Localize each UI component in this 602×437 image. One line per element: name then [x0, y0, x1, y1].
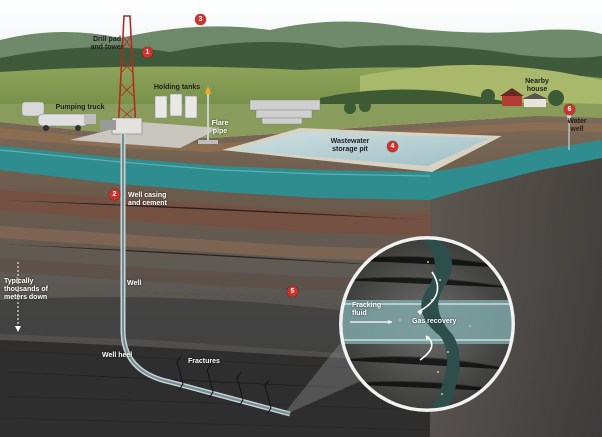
equipment-yard: [249, 99, 321, 125]
pumping-truck: [21, 101, 116, 131]
wastewater-pit: [232, 132, 490, 166]
holding-tanks: [154, 93, 198, 119]
label-holding-tanks: Holding tanks: [153, 84, 201, 91]
label-well: Well: [127, 280, 142, 287]
water-well: [567, 112, 571, 150]
magnified-fracture: [339, 236, 515, 412]
nearby-house: [500, 88, 548, 107]
shale-layer: [0, 297, 430, 360]
flare-pipe: [198, 87, 218, 144]
fractures: [176, 355, 272, 415]
label-fracking-fluid: Fracking fluid: [352, 302, 382, 317]
label-flare-pipe: Flare pipe: [211, 120, 229, 135]
badge-4: 4: [387, 141, 398, 152]
well-bore: [120, 134, 291, 417]
label-pumping-truck: Pumping truck: [55, 104, 105, 111]
drill-tower: [111, 15, 143, 135]
label-fractures: Fractures: [188, 358, 220, 365]
label-gas-recovery: Gas recovery: [412, 318, 457, 325]
label-depth: Typically thousands of meters down: [4, 278, 48, 301]
aquifer-layer: [0, 140, 602, 200]
label-well-heel: Well heel: [102, 352, 133, 359]
badge-6: 6: [564, 104, 575, 115]
label-water-well: Water well: [567, 118, 587, 133]
badge-5: 5: [287, 286, 298, 297]
deep-shale: [0, 340, 430, 437]
label-nearby-house: Nearby house: [525, 78, 549, 93]
trees: [344, 89, 564, 114]
red-stratum: [0, 190, 430, 236]
label-wastewater-pit: Wastewater storage pit: [330, 138, 370, 153]
label-drill-pad: Drill pad and tower: [90, 36, 124, 51]
badge-2: 2: [109, 189, 120, 200]
label-well-casing: Well casing and cement: [128, 192, 167, 207]
drill-pad-surface: [70, 122, 220, 148]
badge-3: 3: [195, 14, 206, 25]
badge-1: 1: [142, 47, 153, 58]
depth-arrow: [15, 262, 21, 332]
